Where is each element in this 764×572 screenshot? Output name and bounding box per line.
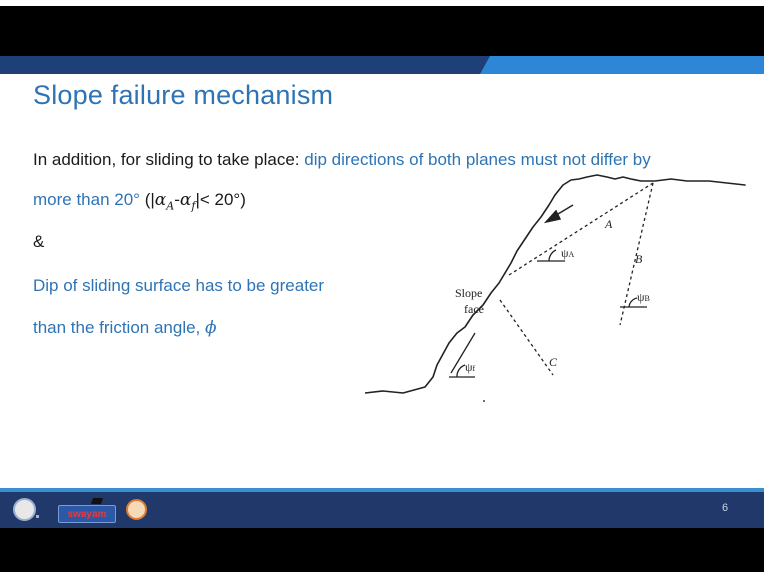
psi-f-arc — [456, 364, 466, 378]
angle-formula: (|αA-αf|< 20°) — [144, 190, 246, 213]
ampersand: & — [33, 232, 45, 251]
footer-accent-line — [0, 488, 764, 492]
swayam-logo: swayam — [58, 505, 116, 523]
psi-a-subscript: A — [569, 250, 575, 259]
psi-a-arc — [548, 249, 557, 262]
psi-f-subscript: f — [473, 364, 476, 373]
bottom-black-bar — [0, 528, 764, 572]
condition-line-1: In addition, for sliding to take place: … — [33, 150, 651, 170]
plane-a-label: A — [604, 217, 613, 231]
slide-title: Slope failure mechanism — [33, 80, 334, 110]
alpha-a-letter: α — [154, 190, 167, 210]
alpha-a-symbol: αA — [154, 190, 175, 213]
top-black-bar — [0, 6, 764, 56]
formula-minus: - — [174, 190, 180, 209]
friction-angle-text: than the friction angle, — [33, 318, 206, 337]
alpha-f-symbol: αf — [179, 190, 196, 213]
institute-logo-icon — [13, 498, 36, 521]
formula-open: (| — [144, 190, 155, 209]
condition-angle-limit: more than 20° — [33, 190, 145, 209]
plane-c-line — [499, 299, 554, 376]
psi-b-arc — [628, 297, 638, 308]
slope-label: Slope — [455, 286, 482, 300]
slope-failure-diagram: A B C Slope face ψA ψB ψf — [365, 174, 746, 402]
footer-dot — [36, 515, 39, 518]
condition-line-4: Dip of sliding surface has to be greater — [33, 276, 325, 295]
condition-dip-directions: dip directions of both planes must not d… — [304, 150, 651, 169]
face-label: face — [464, 302, 484, 316]
lower-slope-plane — [450, 332, 476, 374]
phi-symbol: ϕ — [205, 318, 217, 338]
alpha-a-subscript: A — [166, 199, 175, 213]
psi-f-letter: ψ — [465, 360, 473, 374]
page-number: 6 — [722, 502, 729, 514]
psi-b-subscript: B — [645, 294, 650, 303]
psi-b-letter: ψ — [637, 290, 645, 304]
formula-close: |< 20°) — [195, 190, 246, 209]
arrow-head-icon — [543, 209, 562, 224]
psi-a-letter: ψ — [561, 246, 569, 260]
plane-b-line — [619, 182, 654, 326]
psi-b-label: ψB — [637, 290, 650, 304]
condition-line-5: than the friction angle, ϕ — [33, 318, 217, 338]
condition-intro: In addition, for sliding to take place: — [33, 150, 305, 169]
top-margin — [0, 0, 764, 6]
plane-a-line — [508, 182, 654, 276]
plane-b-label: B — [635, 252, 643, 266]
condition-line-2: more than 20° (|αA-αf|< 20°) — [33, 190, 246, 212]
psi-a-label: ψA — [561, 246, 575, 260]
slope-ground-profile — [365, 174, 746, 394]
plane-c-label: C — [549, 355, 558, 369]
header-band — [0, 56, 764, 74]
alpha-f-letter: α — [179, 190, 192, 210]
alpha-f-subscript: f — [191, 199, 196, 213]
nptel-logo-icon — [126, 499, 147, 520]
psi-f-label: ψf — [465, 360, 476, 374]
